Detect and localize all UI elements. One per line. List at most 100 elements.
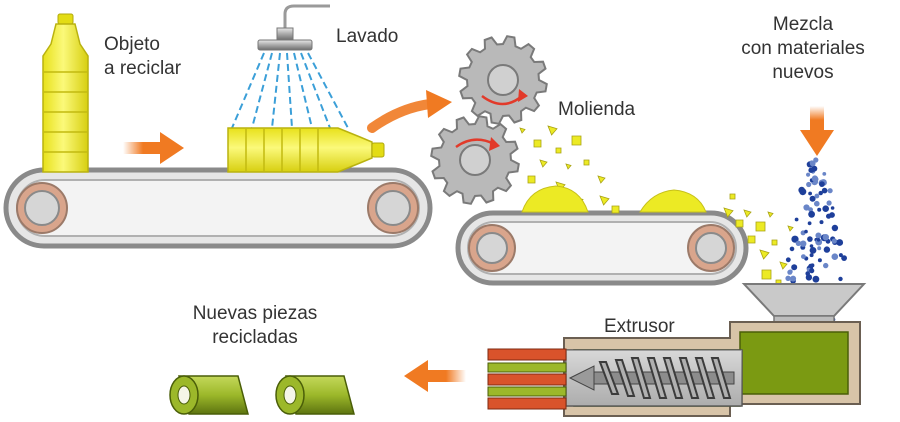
flake <box>787 225 794 232</box>
flake <box>723 207 734 218</box>
pellet <box>816 238 821 242</box>
pellet <box>805 271 810 276</box>
pellet <box>810 263 815 268</box>
pellet <box>785 257 791 263</box>
pellet <box>826 213 832 219</box>
pellet <box>814 200 820 207</box>
flake <box>729 193 736 200</box>
pellet <box>785 275 791 281</box>
pellet <box>791 235 799 243</box>
pellet <box>798 186 805 194</box>
arrow-right-icon <box>123 132 184 164</box>
pellet <box>807 221 812 226</box>
flake <box>583 159 590 166</box>
flake <box>761 269 772 280</box>
pellet <box>817 246 822 251</box>
pellet <box>822 234 829 241</box>
label-object-line2: a reciclar <box>104 58 182 79</box>
pellet <box>817 258 822 263</box>
pellet <box>808 167 814 173</box>
pellet <box>808 210 815 218</box>
pellet <box>805 274 813 281</box>
flake <box>759 249 770 260</box>
pellet <box>826 200 832 206</box>
pellet <box>817 207 822 212</box>
pellet <box>831 224 839 232</box>
pellet <box>812 275 820 283</box>
pellet <box>809 244 814 248</box>
label-result-line2: recicladas <box>212 327 298 348</box>
pellet <box>830 206 835 210</box>
flake <box>533 139 542 148</box>
flake <box>527 175 536 184</box>
flake <box>767 211 774 218</box>
label-result-line1: Nuevas piezas <box>192 303 318 324</box>
pellet <box>794 217 799 222</box>
pellet <box>836 239 844 246</box>
label-object-line1: Objeto <box>104 34 160 55</box>
pellet <box>789 246 795 252</box>
pellet <box>838 253 843 258</box>
flake <box>599 195 610 206</box>
pellet <box>815 232 822 239</box>
pellet <box>809 268 815 274</box>
arrow-down-icon <box>800 106 834 156</box>
conveyor-belt-2 <box>455 210 749 286</box>
pellet <box>804 229 808 234</box>
pellet <box>803 204 810 211</box>
conveyor-belt-1 <box>3 167 433 249</box>
pellet <box>809 247 817 254</box>
label-mix-line2: con materiales <box>741 38 865 59</box>
flake <box>519 127 526 134</box>
flake <box>747 235 756 244</box>
pellet <box>821 187 828 194</box>
shower-icon <box>257 4 330 51</box>
flake <box>555 147 562 154</box>
pellet <box>791 264 798 271</box>
pellet <box>814 193 820 199</box>
pellet <box>819 220 824 225</box>
label-extruder: Extrusor <box>604 316 675 337</box>
pellet <box>809 195 816 202</box>
pellet <box>823 246 831 253</box>
pellet <box>841 255 847 261</box>
pellet <box>788 269 793 274</box>
flake <box>539 159 548 168</box>
pellet <box>831 238 837 244</box>
pellet <box>801 254 806 259</box>
pellet <box>827 188 833 194</box>
pellet <box>819 181 825 188</box>
pellet <box>807 236 813 242</box>
pellet <box>818 190 823 196</box>
grinder-gear-top <box>458 35 548 125</box>
pellet <box>838 276 843 282</box>
flake <box>755 221 766 232</box>
pellet <box>808 191 812 196</box>
pellet <box>806 172 811 177</box>
label-grinding: Molienda <box>558 99 636 120</box>
curved-arrow-icon <box>367 90 452 133</box>
flake <box>743 209 752 218</box>
flake <box>571 135 582 146</box>
flake <box>565 163 572 170</box>
flake <box>771 239 778 246</box>
recycled-pipe-1 <box>169 375 249 415</box>
label-mix-line3: nuevos <box>772 62 834 83</box>
label-mix-line1: Mezcla <box>772 14 834 35</box>
pellet <box>809 253 814 258</box>
flake <box>779 261 788 270</box>
flake <box>547 125 558 136</box>
flake <box>735 219 744 228</box>
bottle-icon <box>42 13 89 173</box>
flake-pile <box>521 185 707 213</box>
grinder-gear-bottom <box>430 115 520 205</box>
pellet <box>809 160 814 165</box>
pellet <box>823 262 829 269</box>
pellet <box>790 275 797 282</box>
pellet <box>806 181 812 188</box>
pellet <box>822 172 827 176</box>
pellet <box>822 205 829 212</box>
pellet <box>808 207 813 213</box>
pellet <box>811 175 819 182</box>
